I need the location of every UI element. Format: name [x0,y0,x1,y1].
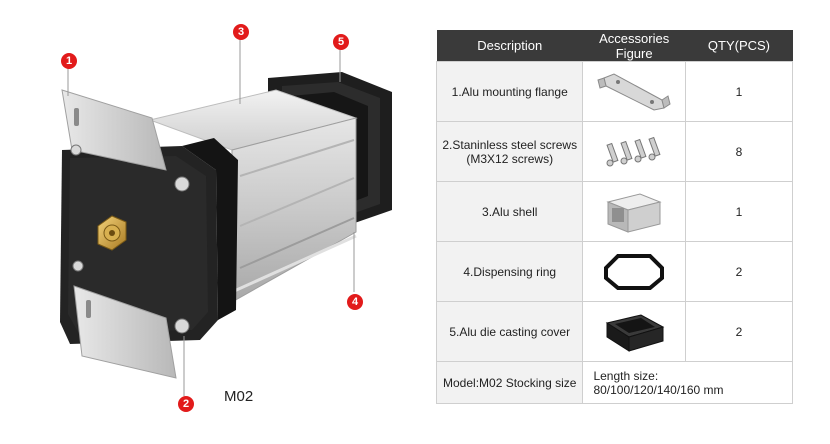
dispensing-ring-icon [582,241,686,302]
row-description: 1.Alu mounting flange [435,61,584,122]
enclosure-drawing [60,39,392,396]
product-illustration: 1 2 3 4 5 M02 [60,24,392,412]
footer-length-label: Length size: [593,368,659,383]
model-label: M02 [224,388,254,405]
row-description-line1: 2.Staninless steel screws [442,137,578,152]
row-qty: 2 [684,301,794,362]
row-description: 2.Staninless steel screws (M3X12 screws) [435,121,584,182]
cover-icon [582,301,686,362]
row-qty: 8 [684,121,794,182]
table-header-row: Description Accessories Figure QTY(PCS) [436,30,793,62]
callout-4: 4 [347,294,363,310]
footer-length-values: 80/100/120/140/160 mm [593,382,724,397]
table-row: 2.Staninless steel screws (M3X12 screws) [435,121,794,182]
table-row: 5.Alu die casting cover 2 [435,301,794,362]
cable-gland [97,215,127,251]
callout-5: 5 [333,34,349,50]
table-row: 3.Alu shell 1 [435,181,794,242]
row-qty: 1 [684,181,794,242]
header-qty: QTY(PCS) [685,30,793,62]
table-row: 4.Dispensing ring 2 [435,241,794,302]
callout-3: 3 [233,24,249,40]
footer-model: Model:M02 Stocking size [435,361,584,404]
callout-1: 1 [61,53,77,69]
table-row: 1.Alu mounting flange 1 [435,61,794,122]
accessories-table: Description Accessories Figure QTY(PCS) … [435,30,794,404]
callout-2: 2 [178,396,194,412]
header-accessories-figure: Accessories Figure [582,30,686,62]
alu-shell-icon [582,181,686,242]
footer-length: Length size: 80/100/120/140/160 mm [582,361,793,404]
row-description: 4.Dispensing ring [435,241,584,302]
row-description: 3.Alu shell [435,181,584,242]
header-description: Description [436,30,583,62]
row-description: 5.Alu die casting cover [435,301,584,362]
row-description-line2: (M3X12 screws) [466,151,554,166]
table-footer-row: Model:M02 Stocking size Length size: 80/… [435,361,793,404]
alu-shell [148,89,358,303]
front-flange [61,89,190,379]
mounting-flange-icon [582,61,686,122]
row-qty: 2 [684,241,794,302]
screws-icon [582,121,686,182]
row-qty: 1 [684,61,794,122]
